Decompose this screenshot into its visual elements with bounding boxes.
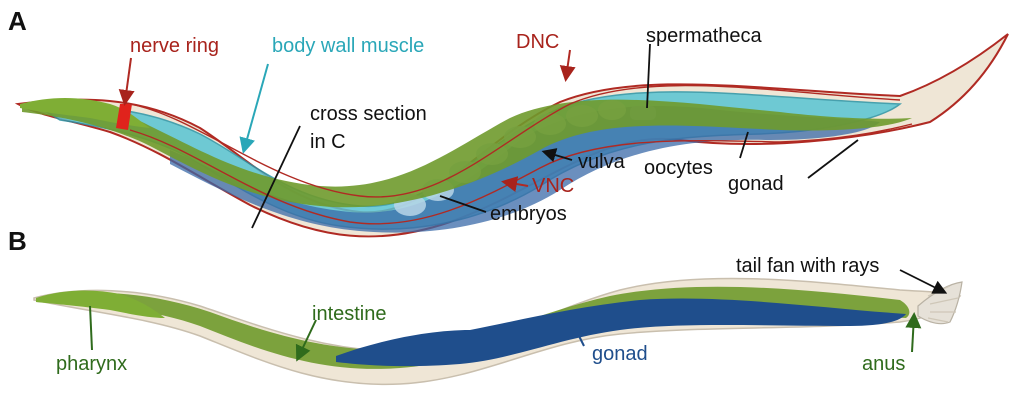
dnc-pointer xyxy=(559,49,576,82)
anus-pointer xyxy=(905,312,922,353)
vulva-pointer xyxy=(541,148,573,162)
worm-a-nerve-ring xyxy=(116,104,132,130)
vnc-pointer xyxy=(501,176,529,192)
pharynx-label: pharynx xyxy=(56,353,127,375)
vnc-label: VNC xyxy=(532,175,574,197)
worm-b-pharynx xyxy=(36,290,165,318)
nerve-ring-label: nerve ring xyxy=(130,35,219,57)
panel-b-letter: B xyxy=(8,226,27,256)
gonad-a-label: gonad xyxy=(728,173,784,195)
tail-fan-pointer xyxy=(899,269,948,294)
oocytes-label: oocytes xyxy=(644,157,713,179)
cross-section-line xyxy=(251,125,301,229)
panel-b: B tail fan with rays intestine pharynx g… xyxy=(8,226,963,386)
worm-a-gonad-embryos xyxy=(170,105,880,233)
panel-a: A xyxy=(8,6,1009,238)
worm-b-body xyxy=(33,277,963,386)
gonad-a-pointer xyxy=(807,139,859,179)
panel-a-letter: A xyxy=(8,6,27,36)
cross-section-label: cross section xyxy=(310,103,427,125)
embryos-label: embryos xyxy=(490,203,567,225)
spermatheca-pointer xyxy=(646,43,651,109)
spermatheca-label: spermatheca xyxy=(646,25,762,47)
tail-fan-label: tail fan with rays xyxy=(736,255,879,277)
pharynx-pointer xyxy=(89,305,93,351)
intestine-pointer xyxy=(295,319,317,362)
embryos-pointer xyxy=(439,195,487,213)
gonad-b-label: gonad xyxy=(592,343,648,365)
nerve-ring-pointer xyxy=(118,57,135,106)
worm-b-tail-fan xyxy=(917,281,963,325)
in-c-label: in C xyxy=(310,131,346,153)
intestine-label: intestine xyxy=(312,303,387,325)
gonad-b-pointer xyxy=(571,321,585,347)
vulva-label: vulva xyxy=(578,151,626,173)
worm-a-body xyxy=(14,33,1009,238)
oocytes-pointer xyxy=(739,131,749,159)
body-wall-muscle-pointer xyxy=(239,63,269,154)
body-wall-muscle-label: body wall muscle xyxy=(272,35,424,57)
anus-label: anus xyxy=(862,353,905,375)
worm-b-gonad xyxy=(336,298,906,367)
worm-a-vnc-line xyxy=(129,123,913,225)
worm-a-intestine xyxy=(22,99,912,208)
dnc-label: DNC xyxy=(516,31,559,53)
